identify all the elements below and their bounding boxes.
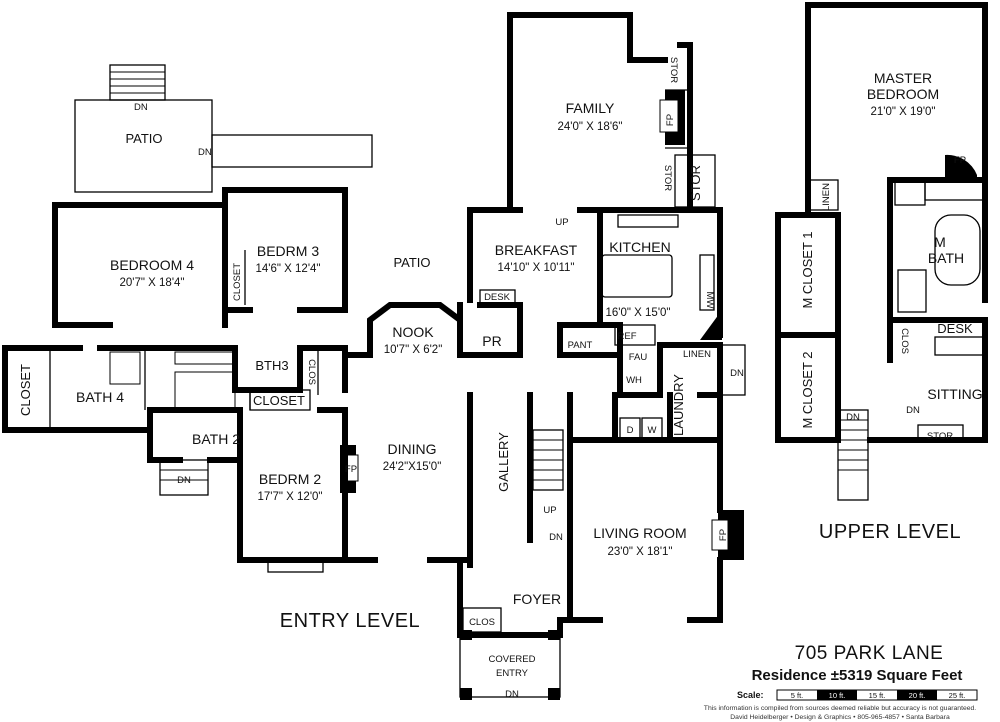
label-bedroom4: BEDROOM 4 (110, 257, 194, 273)
upper-level-walls (775, 2, 988, 501)
label-bedrm2: BEDRM 2 (259, 471, 321, 487)
label-pr: PR (482, 333, 501, 349)
disclaimer-line2: David Heidelberger • Design & Graphics •… (730, 714, 950, 721)
scale-tick-2: 10 ft. (829, 691, 846, 700)
marker-dn-gallery: DN (549, 532, 563, 543)
label-stor-up: STOR (927, 431, 953, 442)
marker-dn-sitting: DN (906, 405, 920, 416)
label-sitting: SITTING (927, 386, 982, 402)
label-bth3: BTH3 (255, 358, 288, 373)
marker-fp-living: FP (718, 529, 729, 541)
residence-subtitle: Residence ±5319 Square Feet (752, 667, 963, 684)
label-bedrm3: BEDRM 3 (257, 243, 319, 259)
label-stor-a: STOR (668, 57, 679, 83)
label-bath2: BATH 2 (192, 431, 240, 447)
label-m-closet2: M CLOSET 2 (800, 351, 815, 428)
dims-nook: 10'7" X 6'2" (384, 344, 443, 356)
label-stor-b: STOR (662, 165, 673, 191)
marker-dn-stairs: DN (134, 102, 148, 113)
marker-fp-master: FP (954, 155, 966, 166)
label-kitchen: KITCHEN (609, 239, 670, 255)
label-laundry: LAUNDRY (671, 374, 686, 436)
marker-fp-family: FP (665, 114, 676, 126)
dims-bedrm2: 17'7" X 12'0" (258, 491, 323, 503)
label-dryer: D (627, 425, 634, 436)
label-breakfast: BREAKFAST (495, 242, 578, 258)
label-linen-k: LINEN (683, 349, 711, 360)
marker-dn-laundry: DN (730, 368, 744, 379)
label-covered-entry-1: COVERED (489, 654, 536, 665)
label-master-2: BEDROOM (867, 86, 939, 102)
dims-bedrm3: 14'6" X 12'4" (256, 263, 321, 275)
label-covered-entry-2: ENTRY (496, 668, 529, 679)
label-master-1: MASTER (874, 70, 932, 86)
dims-dining: 24'2"X15'0" (383, 461, 442, 473)
label-clos-foyer: CLOS (469, 617, 495, 628)
marker-up-gallery: UP (543, 505, 556, 516)
label-bath4: BATH 4 (76, 389, 124, 405)
dims-living: 23'0" X 18'1" (608, 546, 673, 558)
label-linen-up: LINEN (821, 183, 832, 211)
label-closet-b3: CLOSET (232, 263, 243, 301)
address-title: 705 PARK LANE (795, 643, 944, 664)
label-clos-up: CLOS (899, 328, 910, 354)
marker-fp-bedrm2: FP (345, 464, 357, 475)
label-desk-pr: DESK (484, 292, 511, 303)
label-closet-mid: CLOSET (253, 393, 305, 408)
label-dining: DINING (388, 441, 437, 457)
label-stor-c: STOR (688, 165, 703, 201)
dims-breakfast: 14'10" X 10'11" (498, 262, 575, 274)
scale-label: Scale: (737, 690, 764, 700)
dims-master: 21'0" X 19'0" (871, 106, 936, 118)
label-desk-up: DESK (937, 321, 973, 336)
label-patio-mid: PATIO (393, 255, 430, 270)
label-washer: W (648, 425, 657, 436)
label-gallery: GALLERY (496, 432, 511, 492)
marker-dn-patio: DN (198, 147, 212, 158)
dims-family: 24'0" X 18'6" (558, 121, 623, 133)
label-fau: FAU (629, 352, 648, 363)
entry-level-title: ENTRY LEVEL (280, 610, 420, 632)
marker-dn-entry: DN (505, 689, 519, 700)
marker-dn-bath2: DN (177, 475, 191, 486)
label-living: LIVING ROOM (593, 525, 686, 541)
marker-up-family: UP (555, 217, 568, 228)
center-walls (342, 12, 746, 700)
scale-tick-5: 25 ft. (949, 691, 966, 700)
label-m-bath-1: M (934, 234, 946, 250)
disclaimer-line1: This information is compiled from source… (704, 705, 976, 712)
label-m-closet1: M CLOSET 1 (800, 231, 815, 308)
label-m-bath-2: BATH (928, 250, 964, 266)
label-foyer: FOYER (513, 591, 561, 607)
label-wh: WH (626, 375, 642, 386)
label-family: FAMILY (566, 100, 615, 116)
label-ref: REF (618, 331, 637, 342)
label-pant: PANT (568, 340, 593, 351)
dims-bedroom4: 20'7" X 18'4" (120, 277, 185, 289)
label-nook: NOOK (392, 324, 434, 340)
marker-dn-upper-stairs: DN (846, 412, 860, 423)
upper-level-title: UPPER LEVEL (819, 521, 961, 543)
scale-tick-4: 20 ft. (909, 691, 926, 700)
label-closet-left: CLOSET (18, 364, 33, 416)
scale-tick-3: 15 ft. (869, 691, 886, 700)
label-patio-top: PATIO (125, 131, 162, 146)
label-mw: MW (704, 292, 715, 309)
label-clos-b3: CLOS (306, 359, 317, 385)
dims-kitchen: 16'0" X 15'0" (606, 307, 671, 319)
scale-bar: Scale: 5 ft. 10 ft. 15 ft. 20 ft. 25 ft. (737, 689, 978, 701)
scale-tick-1: 5 ft. (791, 691, 804, 700)
